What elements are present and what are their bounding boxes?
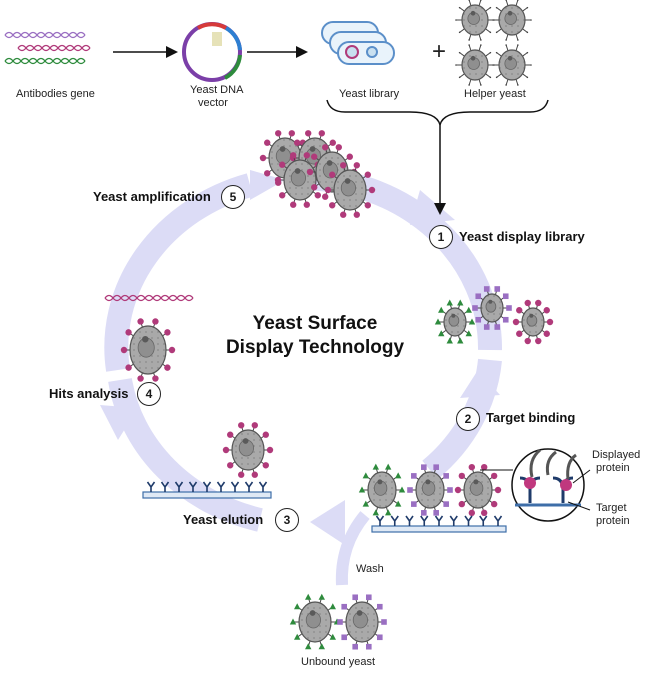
- yeast-cells: [120, 130, 554, 650]
- diagram-title-line2: Display Technology: [225, 337, 405, 358]
- diagram-title-line1: Yeast Surface: [252, 313, 378, 334]
- step-3-badge: 3: [275, 508, 299, 532]
- helper-yeast-cell: [455, 0, 495, 41]
- yeast-library-label: Yeast library: [339, 88, 400, 100]
- step-1-badge: 1: [429, 225, 453, 249]
- step-4-badge: 4: [137, 382, 161, 406]
- target-substrates: [142, 481, 507, 533]
- library-yeast-green: [434, 299, 476, 344]
- inset-displayed-line2: protein: [596, 462, 630, 474]
- helper-yeast-cell: [455, 44, 495, 86]
- yeast-library-icon: [321, 21, 395, 65]
- helper-yeast-cell: [492, 0, 532, 41]
- cycle-arrowheads: [100, 170, 500, 545]
- binding-yeast-green: [358, 463, 406, 516]
- library-yeast-magenta: [512, 299, 554, 345]
- step-4-label: Hits analysis: [49, 386, 129, 401]
- binding-yeast-magenta: [454, 463, 502, 517]
- hits-dna-strand: [104, 294, 194, 302]
- step-5-label: Yeast amplification: [93, 189, 211, 204]
- wash-label: Wash: [356, 563, 384, 575]
- step-5-badge: 5: [221, 185, 245, 209]
- hit-yeast-cell: [120, 318, 176, 382]
- substrate-surface: [142, 481, 272, 499]
- library-yeast-purple: [472, 286, 512, 330]
- vector-label-line2: vector: [198, 97, 228, 109]
- antibodies-gene-label: Antibodies gene: [16, 88, 95, 100]
- vector-label-line1: Yeast DNA: [190, 84, 244, 96]
- binding-yeast-purple: [407, 464, 453, 516]
- helper-yeast-group: [455, 0, 532, 86]
- helper-yeast-label: Helper yeast: [464, 88, 526, 100]
- eluted-yeast-cell: [222, 422, 274, 478]
- step-2-badge: 2: [456, 407, 480, 431]
- yeast-dna-vector-icon: [182, 22, 242, 82]
- inset-target-line2: protein: [596, 515, 630, 527]
- substrate-surface: [371, 515, 507, 533]
- unbound-yeast-purple: [337, 594, 387, 650]
- step-1-label: Yeast display library: [459, 229, 585, 244]
- unbound-yeast-green: [289, 593, 341, 650]
- inset-target-line1: Target: [596, 502, 627, 514]
- antibody-gene-strands: [4, 31, 91, 65]
- displayed-protein-inset: [480, 448, 591, 522]
- amplified-yeast-cell: [324, 162, 376, 218]
- step-2-label: Target binding: [486, 410, 576, 425]
- plus-sign: +: [432, 38, 447, 65]
- unbound-yeast-label: Unbound yeast: [301, 656, 375, 668]
- inset-displayed-line1: Displayed: [592, 449, 641, 461]
- step-3-label: Yeast elution: [183, 512, 264, 527]
- wash-arrow: [335, 511, 370, 586]
- top-process-arrows: [113, 46, 549, 215]
- helper-yeast-cell: [492, 44, 532, 86]
